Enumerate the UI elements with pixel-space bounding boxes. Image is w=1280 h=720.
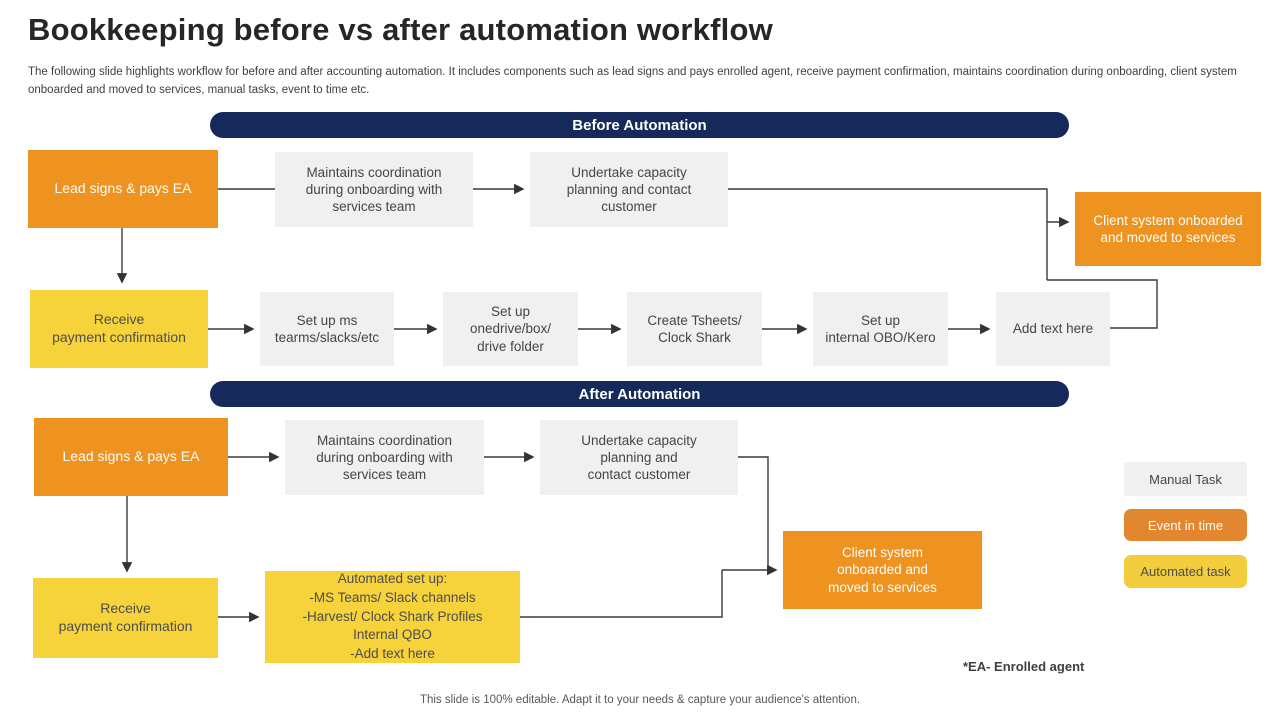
automated-setup-line: -Add text here — [350, 646, 435, 662]
node-setup-ms-teams: Set up ms tearms/slacks/etc — [260, 292, 394, 366]
footnote-ea-definition: *EA- Enrolled agent — [963, 659, 1085, 674]
legend-event-in-time: Event in time — [1124, 509, 1247, 541]
editable-note: This slide is 100% editable. Adapt it to… — [419, 694, 861, 706]
legend-automated-task: Automated task — [1124, 555, 1247, 588]
node-maintains-coordination-after: Maintains coordination during onboarding… — [285, 420, 484, 495]
node-create-tsheets: Create Tsheets/ Clock Shark — [627, 292, 762, 366]
node-undertake-capacity-after: Undertake capacity planning and contact … — [540, 420, 738, 495]
node-receive-payment-before: Receive payment confirmation — [30, 290, 208, 368]
after-automation-banner: After Automation — [210, 381, 1069, 407]
node-add-text-here: Add text here — [996, 292, 1110, 366]
node-automated-setup: Automated set up: -MS Teams/ Slack chann… — [265, 571, 520, 663]
legend-manual-task: Manual Task — [1124, 462, 1247, 496]
node-lead-signs-before: Lead signs & pays EA — [28, 150, 218, 228]
automated-setup-line: Automated set up: — [337, 570, 448, 586]
node-lead-signs-after: Lead signs & pays EA — [34, 418, 228, 496]
automated-setup-line: Internal QBO — [353, 627, 432, 643]
node-setup-onedrive: Set up onedrive/box/ drive folder — [443, 292, 578, 366]
node-client-system-after: Client system onboarded and moved to ser… — [783, 531, 982, 609]
node-receive-payment-after: Receive payment confirmation — [33, 578, 218, 658]
page-title: Bookkeeping before vs after automation w… — [28, 12, 773, 47]
slide-description: The following slide highlights workflow … — [28, 66, 1237, 96]
automated-setup-line: -MS Teams/ Slack channels — [309, 589, 476, 605]
node-setup-internal-obo: Set up internal OBO/Kero — [813, 292, 948, 366]
before-automation-banner: Before Automation — [210, 112, 1069, 138]
node-undertake-capacity-before: Undertake capacity planning and contact … — [530, 152, 728, 227]
automated-setup-line: -Harvest/ Clock Shark Profiles — [302, 608, 483, 624]
node-client-system-before: Client system onboarded and moved to ser… — [1075, 192, 1261, 266]
node-maintains-coordination-before: Maintains coordination during onboarding… — [275, 152, 473, 227]
